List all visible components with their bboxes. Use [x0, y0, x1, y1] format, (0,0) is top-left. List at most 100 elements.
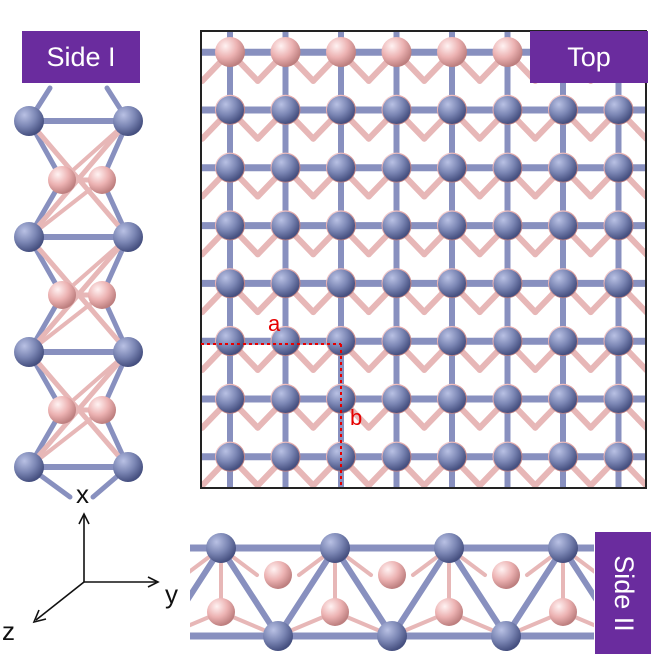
coordinate-axes: x y z	[2, 479, 178, 646]
light-atom	[549, 598, 577, 626]
metal-bond	[389, 545, 452, 639]
light-bond	[643, 308, 646, 316]
metal-atom	[14, 452, 44, 482]
y-axis-label: y	[165, 579, 178, 609]
metal-atom	[548, 533, 578, 563]
light-bond	[175, 0, 203, 23]
light-atom	[207, 598, 235, 626]
metal-atom	[660, 96, 671, 124]
light-bond	[643, 423, 646, 431]
light-atom	[48, 396, 76, 424]
metal-bond	[218, 545, 281, 639]
light-bond	[258, 0, 286, 23]
metal-atom	[493, 153, 522, 182]
light-bond	[369, 0, 397, 23]
metal-atom	[604, 153, 633, 182]
z-axis-label: z	[2, 616, 15, 646]
metal-atom	[206, 533, 236, 563]
metal-atom	[438, 96, 466, 124]
light-bond	[286, 514, 314, 543]
light-bond	[563, 0, 591, 23]
light-bond	[201, 75, 206, 84]
top-view	[147, 0, 671, 543]
top-view-frame	[200, 30, 647, 489]
metal-atom	[604, 211, 633, 240]
light-atom	[435, 598, 463, 626]
light-atom	[659, 95, 671, 125]
metal-atom	[493, 211, 522, 240]
metal-atom	[660, 212, 671, 240]
light-bond	[508, 0, 536, 23]
light-bond	[147, 225, 175, 254]
light-atom	[88, 396, 116, 424]
light-bond	[646, 0, 671, 23]
light-atom	[492, 37, 523, 67]
metal-atom	[327, 442, 355, 471]
z-axis-arrowhead	[32, 609, 47, 624]
metal-atom	[113, 452, 143, 482]
light-bond	[480, 514, 508, 543]
light-bond	[201, 306, 206, 316]
light-bond	[313, 0, 341, 23]
light-atom	[381, 37, 412, 67]
metal-atom	[604, 327, 633, 356]
metal-bond	[332, 545, 395, 639]
metal-atom	[271, 211, 300, 240]
light-bond	[643, 250, 646, 258]
metal-atom	[327, 269, 355, 298]
light-bond	[27, 293, 104, 354]
light-atom	[264, 561, 292, 589]
light-bond	[397, 0, 425, 23]
light-bond	[258, 514, 286, 543]
light-atom	[659, 442, 671, 472]
light-atom	[659, 37, 671, 67]
light-bond	[147, 341, 175, 370]
metal-atom	[113, 106, 143, 136]
metal-atom	[382, 442, 411, 471]
light-atom	[659, 153, 671, 183]
light-atom	[659, 384, 671, 414]
light-atom	[659, 210, 671, 240]
metal-atom	[493, 327, 522, 356]
metal-atom	[320, 533, 350, 563]
light-atom	[659, 326, 671, 356]
light-bond	[201, 248, 206, 258]
light-atom	[321, 598, 349, 626]
metal-atom	[549, 442, 577, 471]
light-bond	[201, 133, 206, 142]
light-bond	[202, 0, 230, 23]
light-bond	[535, 0, 563, 23]
metal-atom	[438, 442, 466, 471]
side-two-label: Side II	[595, 532, 651, 654]
metal-atom	[549, 327, 577, 356]
light-bond	[230, 0, 258, 23]
light-bond	[619, 0, 647, 23]
metal-atom	[493, 269, 522, 298]
light-atom	[48, 166, 76, 194]
metal-atom	[149, 621, 179, 651]
metal-atom	[660, 443, 671, 471]
lattice-vector-b-label: b	[350, 405, 362, 430]
light-bond	[230, 514, 258, 543]
metal-atom	[604, 385, 633, 413]
metal-atom	[493, 385, 522, 413]
metal-bond	[560, 545, 594, 602]
light-bond	[147, 0, 175, 23]
light-atom	[270, 37, 301, 67]
metal-atom	[271, 269, 300, 298]
light-atom	[215, 37, 245, 67]
metal-atom	[438, 327, 466, 356]
light-bond	[201, 479, 206, 488]
metal-atom	[604, 442, 633, 471]
light-atom	[88, 281, 116, 309]
metal-atom	[216, 327, 244, 356]
metal-atom	[216, 385, 244, 413]
metal-atom	[377, 621, 407, 651]
metal-atom	[271, 327, 300, 356]
metal-atom	[549, 211, 577, 240]
light-bond	[147, 283, 175, 312]
metal-atom	[327, 211, 355, 240]
light-bond	[147, 110, 175, 139]
light-atom	[659, 268, 671, 298]
